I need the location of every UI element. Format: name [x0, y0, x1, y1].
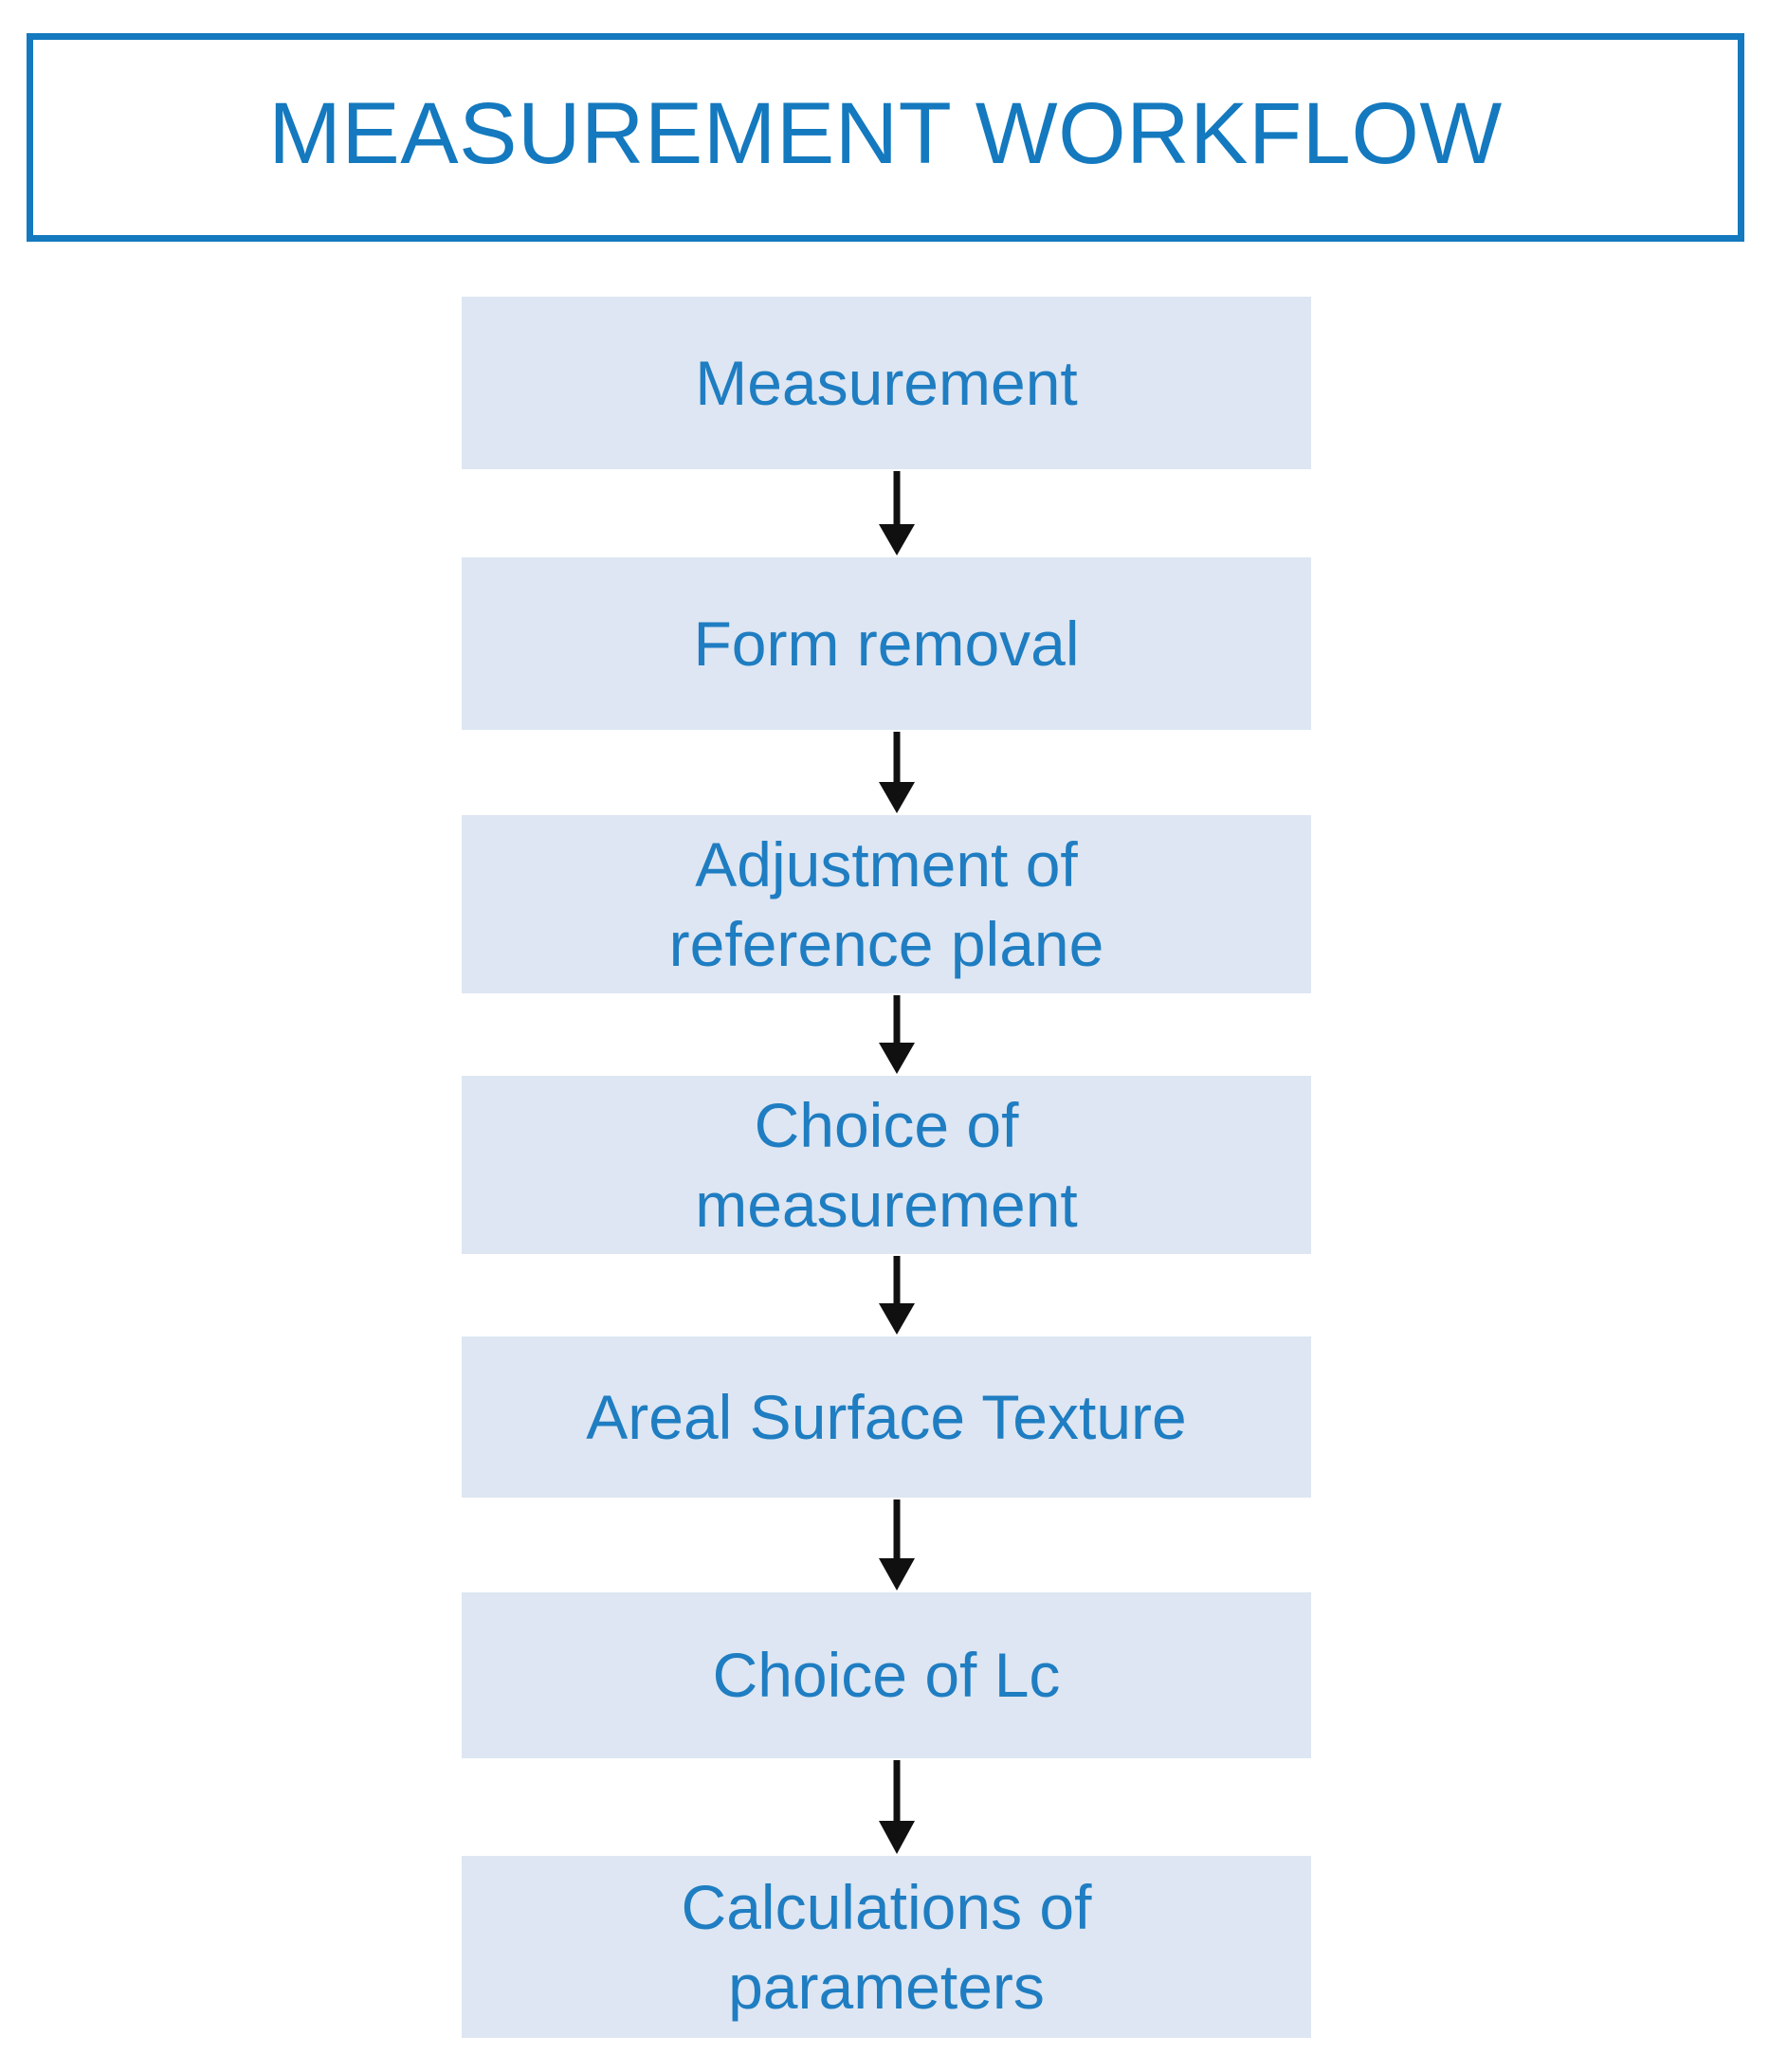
flow-step-label-line-2: reference plane	[668, 909, 1104, 979]
flow-step-label-line-2: parameters	[728, 1952, 1045, 2022]
flow-step-label: Measurement	[695, 347, 1078, 418]
arrow-down-icon-5	[872, 1498, 921, 1592]
flow-step-choice-lc: Choice of Lc	[462, 1592, 1311, 1758]
flow-step-form-removal: Form removal	[462, 557, 1311, 730]
diagram-title-box: MEASUREMENT WORKFLOW	[27, 33, 1744, 242]
flow-step-label-line-1: Choice of	[754, 1089, 1019, 1160]
flow-step-choice-measurement: Choice of measurement	[462, 1076, 1311, 1254]
arrow-down-icon-2	[872, 730, 921, 815]
flow-step-label-line-2: measurement	[695, 1170, 1078, 1240]
arrow-down-icon-4	[872, 1254, 921, 1336]
flow-step-calculations: Calculations of parameters	[462, 1856, 1311, 2038]
flow-step-label: Form removal	[693, 608, 1080, 679]
flow-step-label: Areal Surface Texture	[586, 1381, 1187, 1452]
flow-step-adjustment: Adjustment of reference plane	[462, 815, 1311, 993]
arrow-down-icon-6	[872, 1758, 921, 1856]
flow-step-label-line-1: Calculations of	[681, 1871, 1092, 1942]
flow-step-label: Choice of Lc	[712, 1640, 1061, 1711]
flow-step-measurement: Measurement	[462, 297, 1311, 469]
flow-step-areal-texture: Areal Surface Texture	[462, 1336, 1311, 1498]
arrow-down-icon-3	[872, 993, 921, 1076]
arrow-down-icon-1	[872, 469, 921, 557]
flow-step-label-line-1: Adjustment of	[695, 828, 1078, 900]
diagram-title: MEASUREMENT WORKFLOW	[268, 85, 1503, 182]
